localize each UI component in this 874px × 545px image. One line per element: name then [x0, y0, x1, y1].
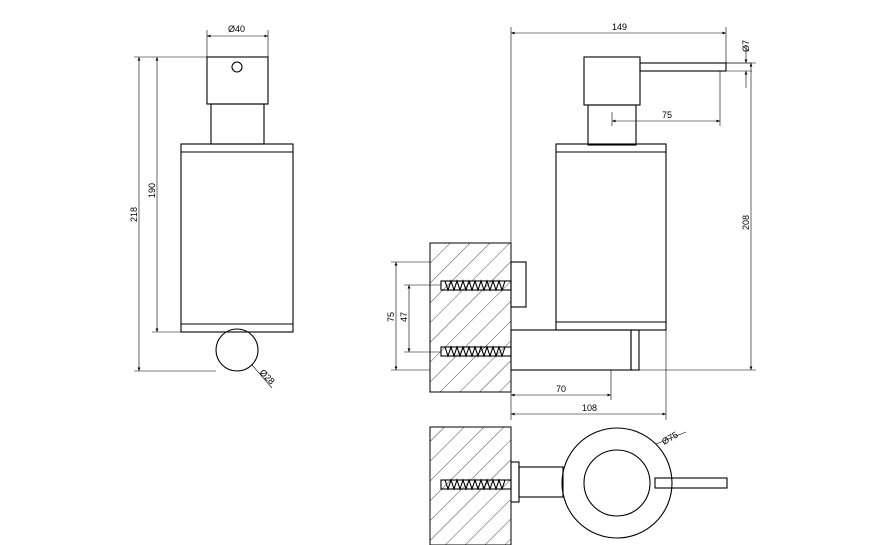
top-view: Ø75: [429, 426, 728, 545]
dim-side-wall-outer: 75: [386, 312, 396, 322]
dim-side-wall-inner: 47: [399, 312, 409, 322]
top-nozzle: [654, 477, 728, 489]
front-view: Ø40 218 190 Ø28: [129, 24, 294, 389]
side-cap: [583, 56, 641, 106]
dim-side-depth-108: 108: [582, 403, 597, 413]
dim-front-overall-height: 218: [129, 207, 139, 222]
front-cap-hole: [231, 61, 243, 73]
side-wall: [429, 242, 512, 393]
dim-front-base-dia: Ø28: [258, 367, 277, 386]
dim-front-body-height: 190: [147, 183, 157, 198]
top-bottle-outer: [561, 427, 673, 539]
side-view: 149 Ø7 75 208 75 47 70 10: [386, 22, 756, 420]
side-nozzle: [639, 62, 727, 72]
dim-top-dia: Ø75: [660, 430, 680, 447]
side-bracket-arm: [510, 329, 632, 371]
dim-side-depth-70: 70: [556, 384, 566, 394]
front-base: [215, 328, 259, 372]
dim-side-nozzle-reach: 75: [662, 110, 672, 120]
dim-side-width: 149: [612, 22, 627, 32]
dim-front-cap-dia: Ø40: [228, 24, 245, 34]
top-bottle-inner: [583, 449, 651, 517]
front-neck: [210, 103, 265, 145]
side-bottle: [555, 143, 667, 331]
dim-side-height: 208: [741, 215, 751, 230]
front-bottle: [180, 143, 294, 333]
front-cap: [206, 56, 269, 105]
top-bracket-arm: [518, 466, 564, 498]
dim-side-nozzle-dia: Ø7: [741, 40, 751, 52]
